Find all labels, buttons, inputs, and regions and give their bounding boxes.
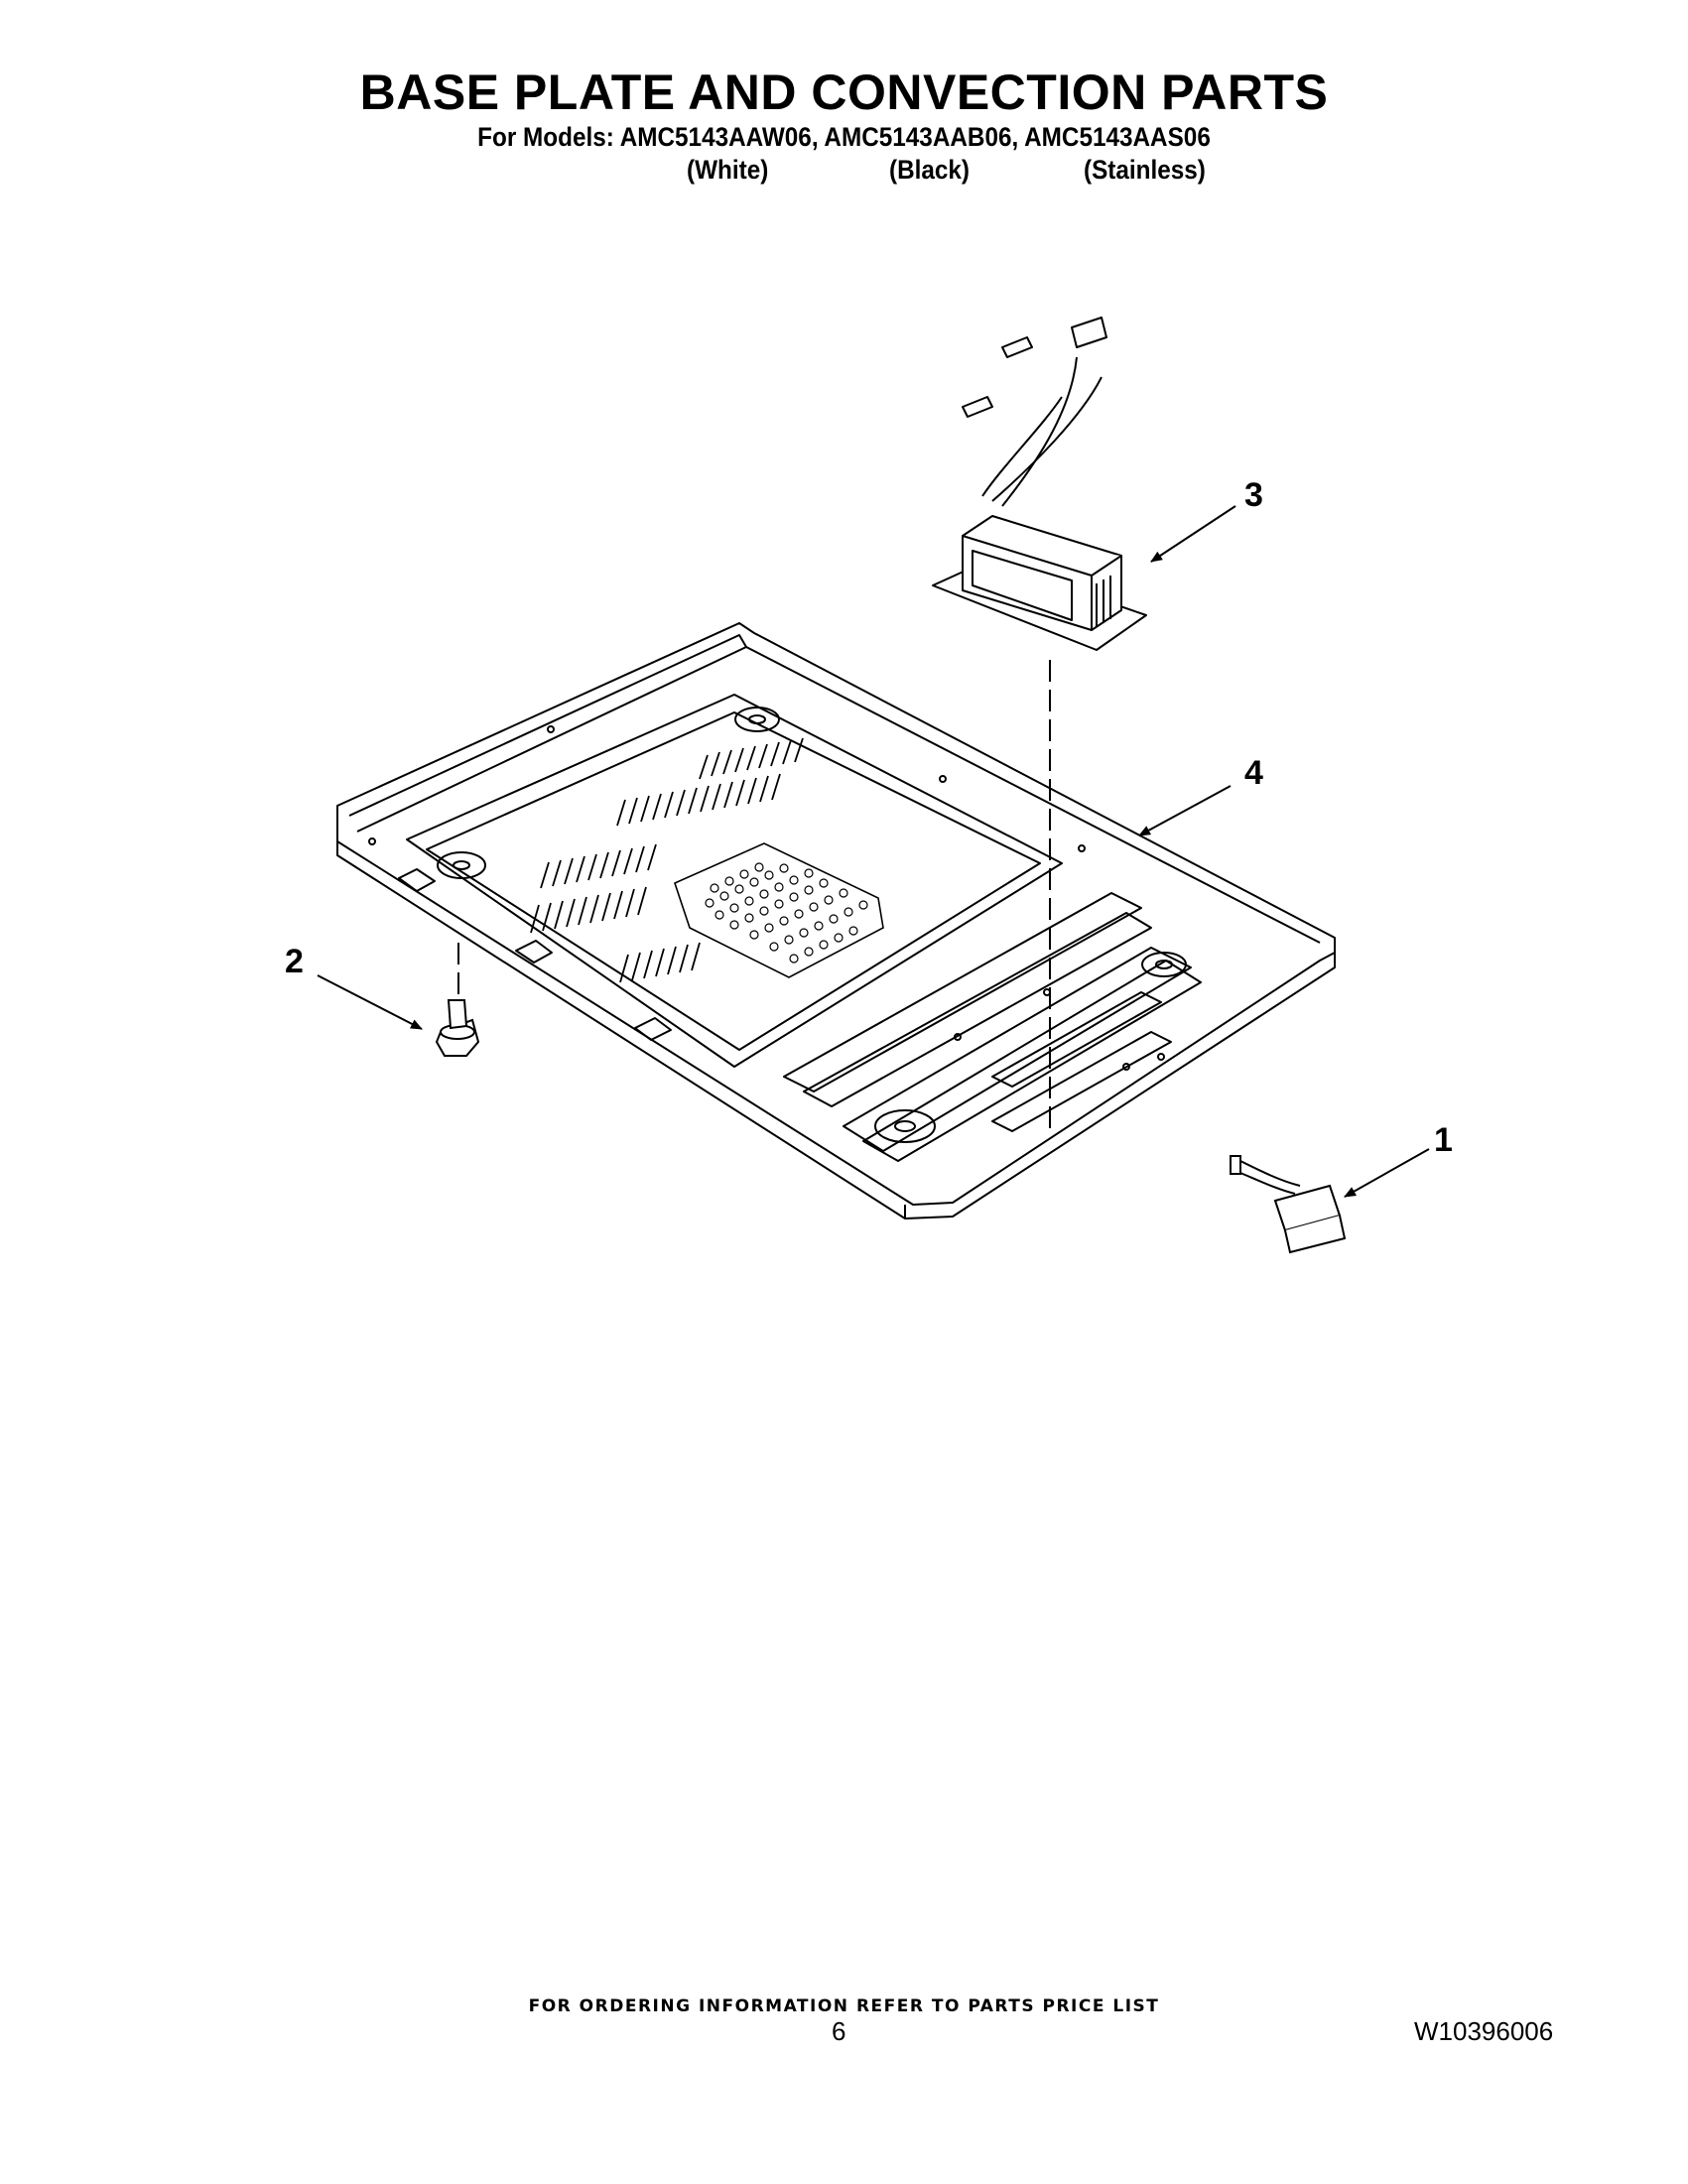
callout-1: 1: [1434, 1121, 1453, 1159]
convection-louvers: [530, 737, 804, 983]
document-number: W10396006: [1414, 2016, 1554, 2046]
callout-4: 4: [1244, 754, 1263, 792]
color-stainless-label: (Stainless): [1084, 155, 1206, 185]
ordering-note: FOR ORDERING INFORMATION REFER TO PARTS …: [528, 1996, 1160, 2016]
color-black-label: (Black): [889, 155, 971, 185]
page-title: BASE PLATE AND CONVECTION PARTS: [359, 64, 1329, 120]
alignment-lines: [457, 660, 1051, 1131]
perforated-vent-grille: [674, 842, 884, 978]
color-white-label: (White): [687, 155, 769, 185]
page-number: 6: [832, 2016, 846, 2046]
small-component: [1230, 1155, 1347, 1254]
rubber-foot: [435, 999, 480, 1057]
callout-3: 3: [1244, 476, 1263, 514]
transformer: [932, 317, 1147, 651]
callout-2: 2: [285, 943, 304, 980]
models-line: For Models: AMC5143AAW06, AMC5143AAB06, …: [477, 122, 1211, 152]
leader-arrows: [317, 505, 1430, 1198]
